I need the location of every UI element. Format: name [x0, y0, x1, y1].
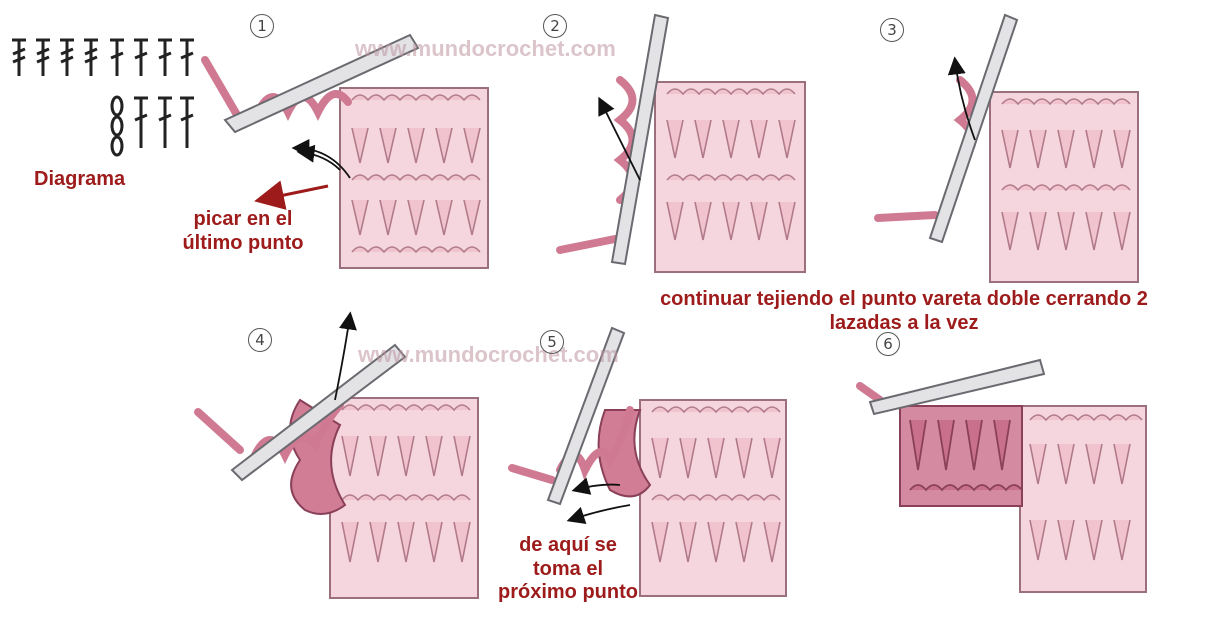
diagram-label: Diagrama [34, 168, 125, 192]
stitch-chart [12, 40, 194, 155]
step-number-4: 4 [248, 328, 272, 352]
fabric-swatch-2 [655, 82, 805, 272]
step-number-3: 3 [880, 18, 904, 42]
step-number-6: 6 [876, 332, 900, 356]
step-number-2: 2 [543, 14, 567, 38]
watermark-middle: www.mundocrochet.com [358, 342, 619, 368]
annotation-insert-last-stitch: picar en el último punto [168, 208, 318, 255]
annotation-continue-knitting: continuar tejiendo el punto vareta doble… [596, 288, 1212, 335]
annotation-next-stitch: de aquí se toma el próximo punto [488, 534, 648, 605]
step-number-5: 5 [540, 330, 564, 354]
chart-row-top [12, 40, 194, 76]
fabric-swatch-6 [900, 406, 1146, 592]
fabric-swatch-4 [290, 398, 478, 598]
step-number-1: 1 [250, 14, 274, 38]
fabric-swatch-3 [990, 92, 1138, 282]
red-arrow [260, 186, 328, 200]
fabric-swatch-1 [340, 88, 488, 268]
watermark-top: www.mundocrochet.com [355, 36, 616, 62]
chart-row-bottom [112, 97, 194, 155]
